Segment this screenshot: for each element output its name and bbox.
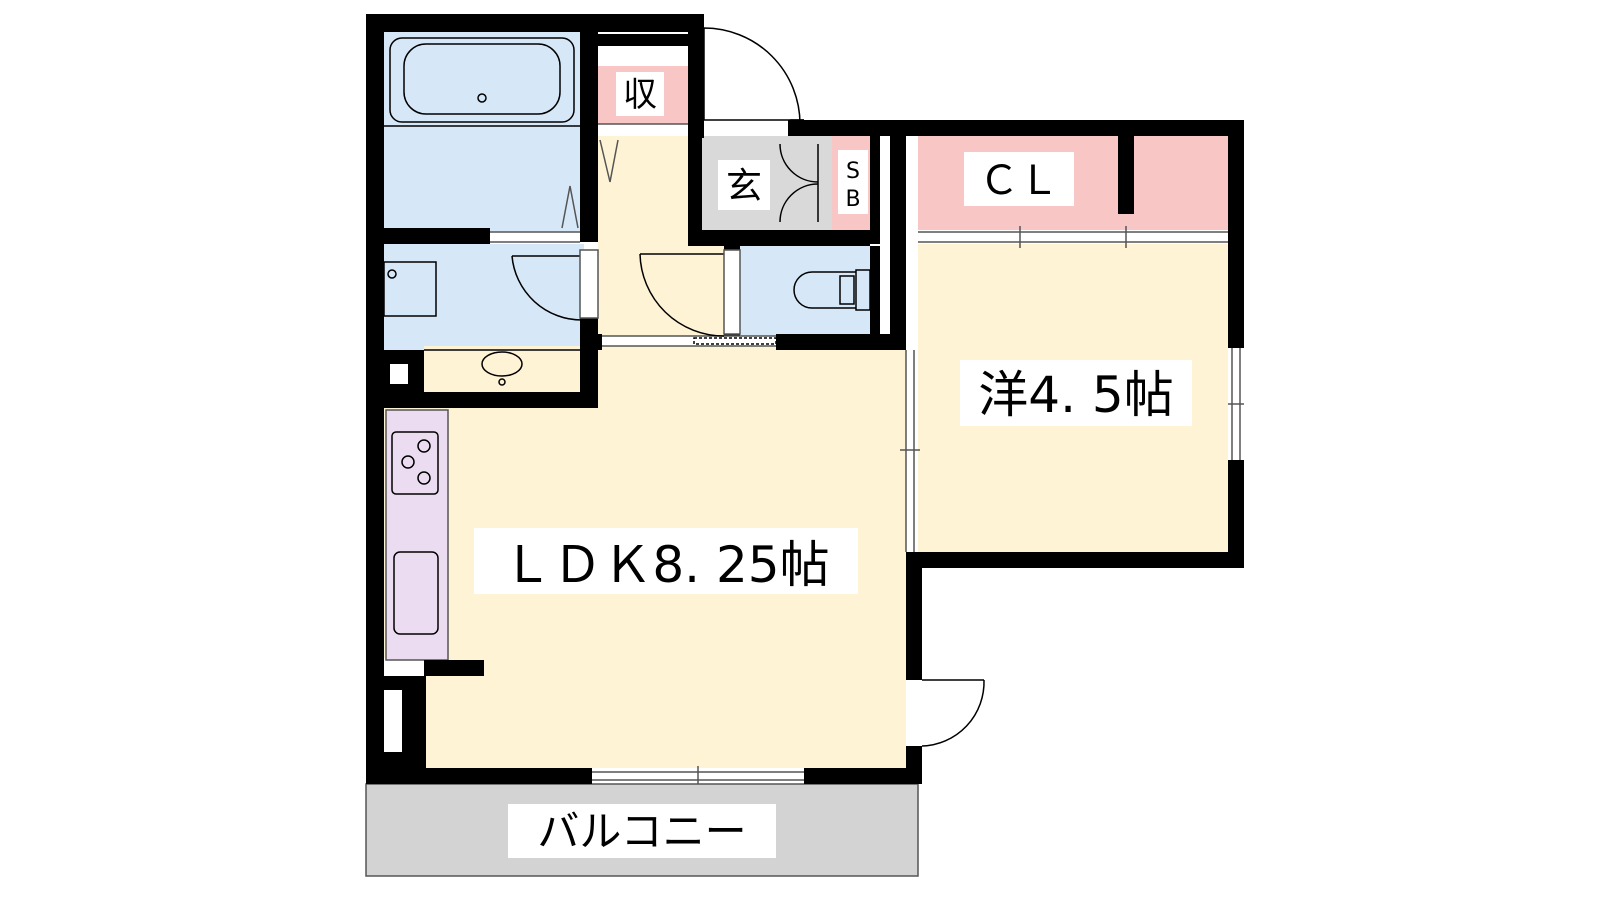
washbasin-icon	[424, 349, 580, 386]
wall-pillar-wash-inner	[390, 364, 408, 384]
wall-top-left	[366, 14, 704, 32]
storage-label: 収	[623, 75, 657, 115]
washing-machine-icon	[383, 261, 437, 317]
wall-wash-bottom	[384, 392, 598, 408]
toilet-door	[639, 253, 725, 337]
wall-genkan-bottom	[688, 230, 870, 246]
shoebox-label-bottom: B	[845, 187, 860, 212]
wall-western-bottom	[906, 552, 1244, 568]
wall-closet-divider	[1118, 136, 1134, 214]
kitchen-sink-icon	[393, 551, 439, 635]
toilet-icon	[793, 269, 871, 311]
wall-right-top	[1228, 120, 1244, 348]
entrance-door	[703, 27, 804, 125]
wall-ldk-right-bottom	[906, 746, 922, 768]
stove-icon	[391, 431, 439, 495]
wall-right-bottom	[1228, 460, 1244, 568]
wall-toilet-bottom	[776, 334, 906, 350]
wall-shoebox-right	[870, 136, 880, 244]
wall-wash-right	[580, 318, 598, 408]
bathroom-floor	[384, 32, 580, 232]
wall-closet-left	[890, 136, 906, 346]
walls	[366, 14, 1244, 784]
wall-hall-bottom	[598, 334, 602, 350]
wall-storage-top	[598, 34, 688, 46]
wall-bath-bottom	[384, 228, 490, 244]
room-labels: 収 玄 S B ＣＬ 洋4. 5帖 ＬＤＫ8. 25帖 バルコニー	[474, 72, 1192, 858]
ldk-label: ＬＤＫ8. 25帖	[502, 536, 829, 594]
shoebox-label-top: S	[846, 159, 860, 184]
bathtub-icon	[384, 37, 580, 127]
wall-bath-right	[580, 32, 598, 242]
western-room-label: 洋4. 5帖	[978, 366, 1173, 424]
floor-fills	[365, 32, 1228, 877]
wall-pillar-bottom-inner	[384, 690, 402, 752]
wall-storage-right	[688, 14, 704, 138]
closet-label: ＣＬ	[979, 158, 1059, 204]
ldk-side-door	[921, 679, 985, 747]
doors	[511, 27, 985, 747]
wall-kitchen-stub	[424, 660, 484, 676]
balcony-label: バルコニー	[537, 807, 746, 856]
wall-left	[366, 14, 384, 784]
toilet-floor	[740, 246, 870, 336]
wall-bottom-right	[804, 768, 922, 784]
wall-toilet-right	[870, 246, 880, 336]
wall-ldk-right-top	[906, 552, 922, 680]
thin-lines	[490, 123, 1244, 784]
shoebox-door-top	[779, 143, 819, 183]
entrance-label: 玄	[726, 166, 762, 207]
wall-genkan-left	[688, 136, 702, 244]
shoebox-door-bottom	[779, 183, 819, 223]
wall-top-right	[788, 120, 1240, 136]
